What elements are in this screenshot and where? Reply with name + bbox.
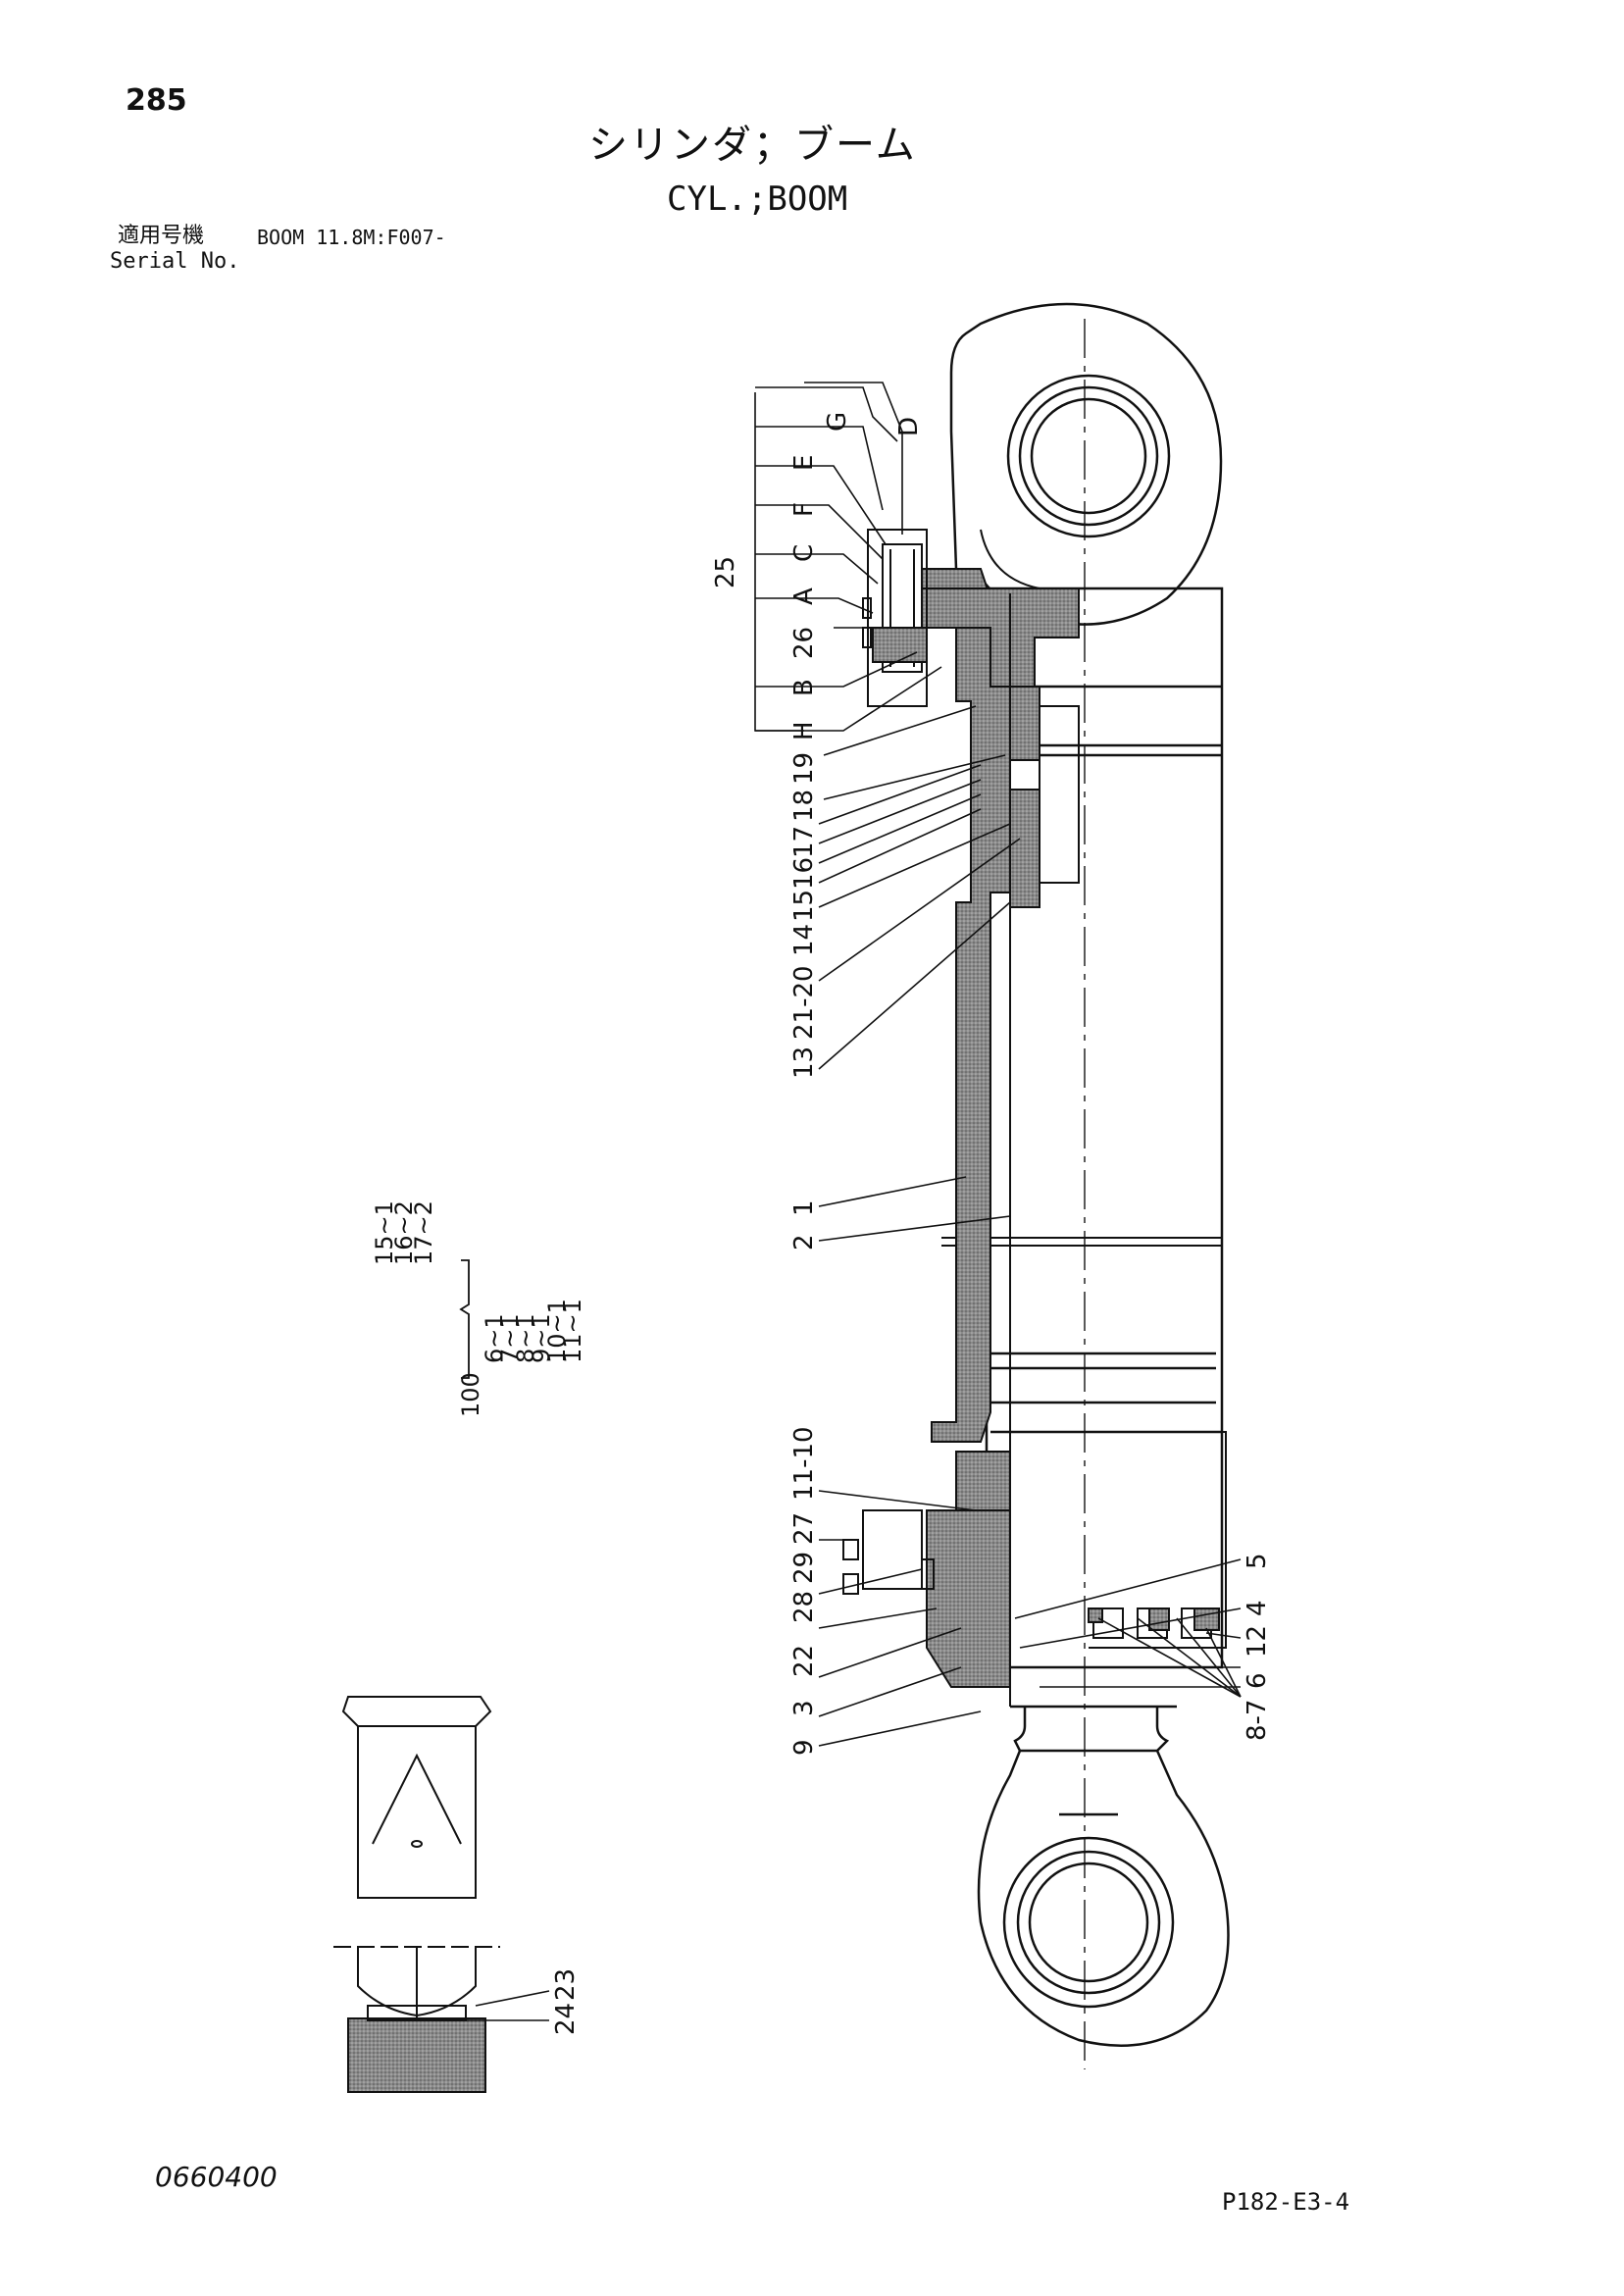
callout-17: 17: [789, 826, 819, 858]
callout-18: 18: [789, 790, 819, 822]
callout-25: 25: [711, 556, 740, 588]
title-english: CYL.;BOOM: [667, 179, 848, 219]
kit-right-item-2: 16~2: [390, 1200, 418, 1265]
valve-block: [862, 529, 928, 707]
callout-8-7: 8-7: [1243, 1700, 1272, 1741]
callout-11-10: 11-10: [789, 1426, 819, 1501]
rod-head: [842, 1431, 1227, 1649]
callout-13: 13: [789, 1046, 819, 1079]
callout-22: 22: [789, 1645, 819, 1677]
callout-group-detail: 23 24: [551, 1968, 581, 2035]
kit-brace-outer: [459, 1259, 470, 1379]
title-japanese: シリンダ；ブーム: [588, 123, 917, 168]
callout-group-upper-numbers: 25 26 19 18 17 16 15 14 21-20 13 1 2: [711, 556, 819, 1250]
page-number: 285: [126, 83, 187, 118]
callout-12: 12: [1243, 1625, 1272, 1658]
callout-29: 29: [789, 1552, 819, 1584]
serial-number-label: Serial No.: [110, 249, 240, 274]
kit-left-item-2: 7~1: [496, 1313, 524, 1363]
applicable-model-value: BOOM 11.8M:F007-: [257, 226, 446, 249]
callout-14: 14: [789, 924, 819, 956]
drawing-number: 0660400: [155, 2161, 278, 2193]
callout-19: 19: [789, 752, 819, 785]
callout-3: 3: [789, 1700, 819, 1716]
kit-left-item-3: 8~1: [512, 1313, 539, 1363]
detail-view: [333, 1696, 500, 2093]
callout-21-20: 21-20: [789, 965, 819, 1040]
kit-right-item-3: 17~2: [410, 1200, 437, 1265]
callout-4: 4: [1243, 1600, 1272, 1616]
kit-100-list: 100 6~1 7~1 8~1 9~1 10~1 11~1 15~1 16~2 …: [371, 1200, 586, 1417]
callout-1: 1: [789, 1199, 819, 1216]
kit-right-item-1: 15~1: [371, 1200, 398, 1265]
page-code: P182-E3-4: [1222, 2188, 1350, 2216]
callout-5: 5: [1243, 1553, 1272, 1569]
kit-left-item-4: 9~1: [528, 1313, 555, 1363]
callout-26: 26: [789, 627, 819, 659]
callout-B: B: [789, 679, 819, 696]
callout-24: 24: [551, 2003, 581, 2035]
callout-group-lower-right: 5 4 12 6 8-7: [1243, 1553, 1272, 1741]
callout-H: H: [789, 721, 819, 740]
head-eye: [949, 302, 1223, 626]
callout-A: A: [789, 587, 819, 605]
kit-left-item-6: 11~1: [559, 1299, 586, 1363]
callout-27: 27: [789, 1512, 819, 1545]
callout-group-upper-letters: G D E F C A B H: [789, 412, 924, 740]
piston-rod: [1010, 1705, 1177, 1753]
cylinder-section: [921, 529, 1084, 1707]
kit-left-item-1: 6~1: [481, 1313, 508, 1363]
callout-2: 2: [789, 1234, 819, 1250]
rod-eye: [977, 1750, 1230, 2047]
callout-16: 16: [789, 857, 819, 890]
callout-G: G: [823, 412, 852, 432]
applicable-model-label: 適用号機: [118, 224, 205, 248]
callout-28: 28: [789, 1591, 819, 1623]
callout-group-lower-left: 27 11-10 29 28 22 3 9: [789, 1426, 819, 1756]
kit-left-item-5: 10~1: [543, 1299, 571, 1363]
callout-E: E: [789, 455, 819, 471]
callout-23: 23: [551, 1968, 581, 2001]
callout-D: D: [894, 417, 924, 436]
callout-9: 9: [789, 1739, 819, 1756]
callout-C: C: [789, 544, 819, 562]
callout-6: 6: [1243, 1672, 1272, 1689]
kit-number: 100: [457, 1372, 484, 1417]
leader-lines: [466, 382, 1242, 2021]
callout-F: F: [789, 502, 819, 517]
callout-15: 15: [789, 890, 819, 922]
